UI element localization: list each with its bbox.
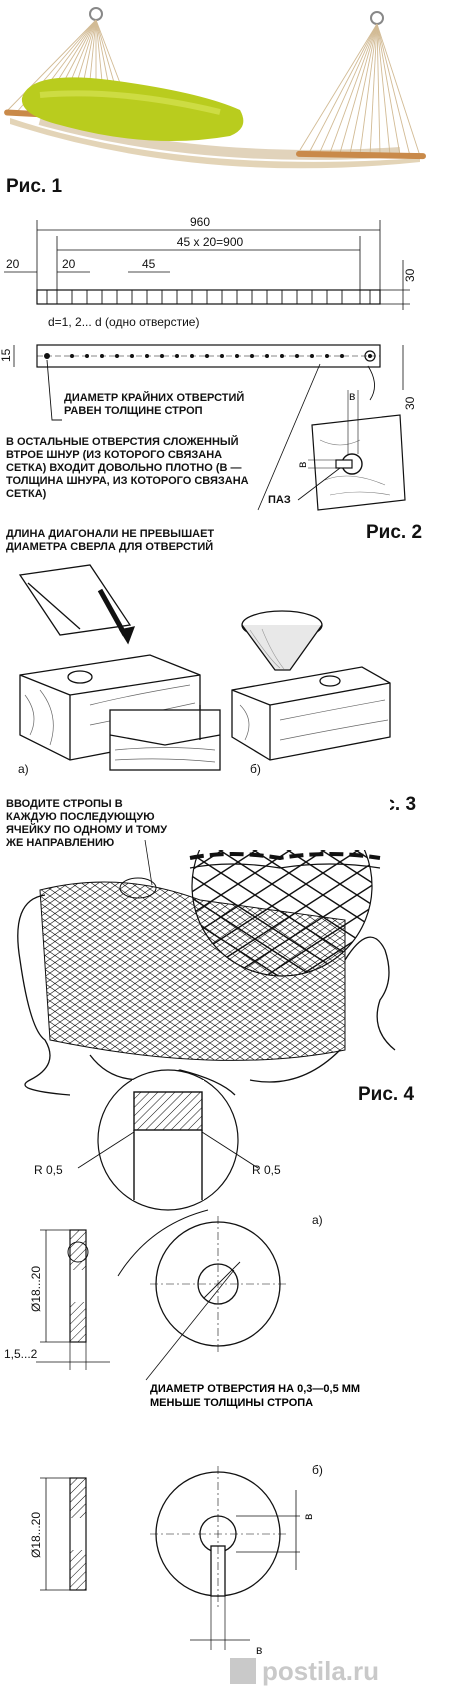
sub-b-label-fig4: б) [312, 1463, 323, 1477]
dim-b-bottom: в [256, 1643, 262, 1657]
sub-b-label: б) [250, 762, 261, 776]
note-end-holes: ДИАМЕТР КРАЙНИХ ОТВЕРСТИЙ РАВЕН ТОЛЩИНЕ … [64, 392, 245, 417]
washer-b-front [150, 1466, 300, 1650]
fig1-label: Рис. 1 [6, 176, 63, 197]
loose-rope-right [249, 936, 396, 1083]
bar-hole-marks [46, 290, 371, 304]
loose-rope-left [17, 894, 71, 1096]
hammock-illustration [4, 7, 426, 169]
sketch-b [231, 610, 391, 761]
dim-b-detail-2: в [295, 462, 309, 468]
dim-960: 960 [190, 215, 210, 229]
washer-a-front [145, 1216, 286, 1381]
dim-b-top: в [301, 1514, 315, 1520]
sketch-a [18, 564, 221, 771]
keyhole-detail: в в [295, 389, 406, 511]
right-ropes [299, 23, 421, 157]
dim-left-20b: 20 [62, 257, 76, 271]
drilling-sketches: а) б) [18, 564, 391, 776]
note-other-holes: В ОСТАЛЬНЫЕ ОТВЕРСТИЯ СЛОЖЕННЫЙ ВТРОЕ ШН… [6, 436, 249, 500]
dim-left-20: 20 [6, 257, 20, 271]
radius-right: R 0,5 [252, 1163, 281, 1177]
note-hole-diameter: ДИАМЕТР ОТВЕРСТИЯ НА 0,3—0,5 ММ МЕНЬШЕ Т… [150, 1383, 363, 1409]
bar-drawing: 960 45 x 20=900 20 20 45 30 d=1, 2... d … [0, 215, 417, 511]
end-hole-right [364, 350, 376, 362]
dim-right-30b: 30 [403, 396, 417, 410]
groove-label: ПАЗ [268, 494, 291, 506]
note-diagonal: ДЛИНА ДИАГОНАЛИ НЕ ПРЕВЫШАЕТ ДИАМЕТРА СВ… [6, 528, 215, 553]
dia-b: Ø18...20 [29, 1512, 43, 1558]
note-hole-line: ДИАМЕТР ОТВЕРСТИЯ НА 0,3—0,5 ММ [150, 1383, 360, 1395]
hammock-net [10, 118, 420, 169]
dim-pitch-45: 45 [142, 257, 156, 271]
dia-a: Ø18...20 [29, 1266, 43, 1312]
watermark-text: postila.ru [262, 1656, 379, 1686]
note-threading: ВВОДИТЕ СТРОПЫ В КАЖДУЮ ПОСЛЕДУЮЩУЮ ЯЧЕЙ… [6, 798, 168, 849]
hole-label: d=1, 2... d (одно отверстие) [48, 315, 199, 329]
washer-drawing: R 0,5 R 0,5 а) Ø18...20 1,5...2 ДИАМЕТР … [4, 1069, 379, 1686]
left-ring [89, 7, 103, 21]
note-hole-line-2: МЕНЬШЕ ТОЛЩИНЫ СТРОПА [150, 1397, 313, 1409]
radius-left: R 0,5 [34, 1163, 63, 1177]
dim-height-15: 15 [0, 348, 13, 362]
washer-b-section [40, 1477, 87, 1591]
right-spreader-bar [296, 150, 426, 160]
washer-a-section [36, 1229, 110, 1370]
radius-detail [77, 1069, 259, 1277]
fig4-label: Рис. 4 [358, 1084, 415, 1105]
dim-b-detail-1: в [349, 389, 355, 403]
dim-right-30: 30 [403, 268, 417, 282]
bar-top-view [36, 289, 381, 305]
right-ring [370, 11, 384, 25]
thickness-label: 1,5...2 [4, 1347, 38, 1361]
dim-900: 45 x 20=900 [177, 235, 244, 249]
sub-a-label: а) [18, 762, 29, 776]
bar-holes [44, 353, 344, 359]
net-drawing [17, 790, 396, 1096]
watermark-logo: postila.ru [230, 1656, 379, 1686]
sub-a-label-fig4: а) [312, 1213, 323, 1227]
fig2-label: Рис. 2 [366, 522, 423, 543]
